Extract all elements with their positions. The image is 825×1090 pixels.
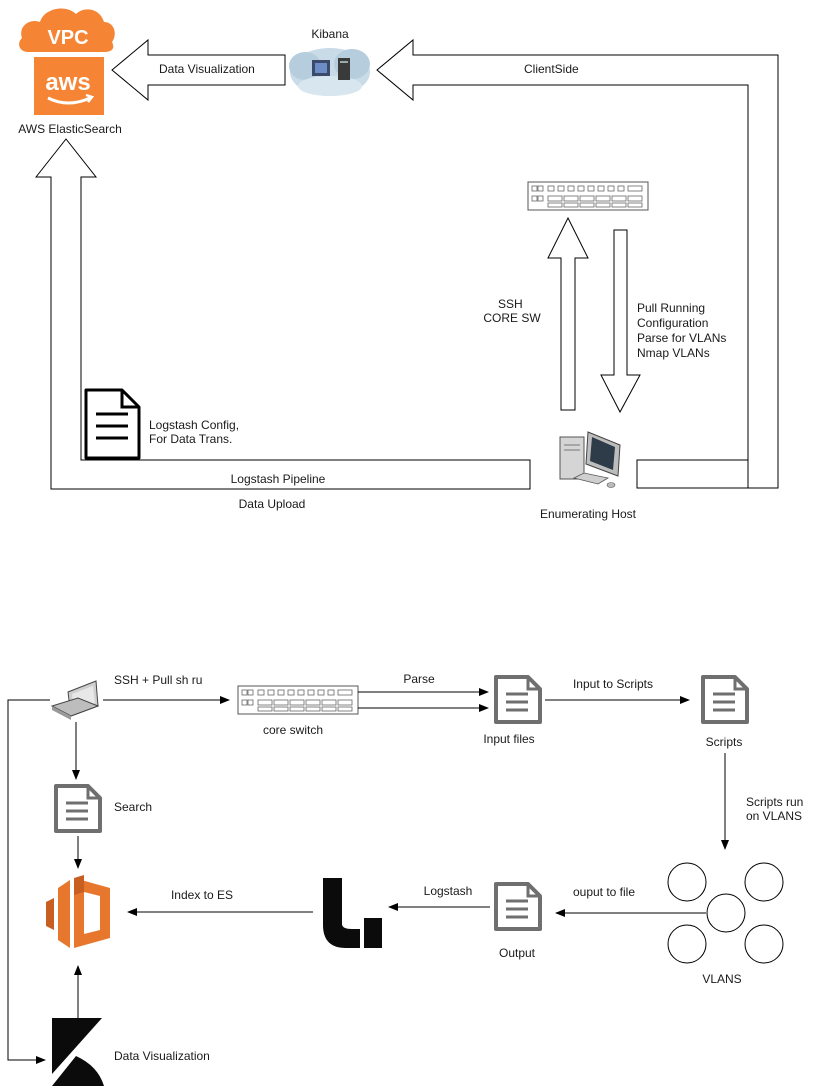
index-to-es-label: Index to ES	[171, 888, 233, 902]
input-to-scripts-label: Input to Scripts	[573, 677, 653, 691]
parse-label: Parse	[403, 672, 435, 686]
ssh-label-line-2: CORE SW	[483, 311, 541, 325]
ssh-label-line-1: SSH	[498, 297, 523, 311]
elasticsearch-service-icon	[46, 875, 110, 948]
ssh-label: SSH CORE SW	[483, 297, 541, 325]
vlan-circle-icon	[667, 862, 707, 902]
ssh-pull-label: SSH + Pull sh ru	[114, 673, 202, 687]
kibana-cloud-icon	[289, 48, 370, 96]
scripts-run-line-2: on VLANS	[746, 809, 802, 823]
core-switch-caption: core switch	[263, 723, 323, 737]
document-icon	[494, 882, 542, 931]
vlan-cluster	[667, 862, 784, 964]
network-switch-icon	[237, 685, 359, 715]
data-visualization-label: Data Visualization	[159, 62, 255, 76]
pull-label: Pull Running Configuration Parse for VLA…	[637, 301, 730, 360]
data-visualization-caption: Data Visualization	[114, 1049, 210, 1063]
pull-label-line-2: Configuration	[637, 316, 708, 330]
laptop-to-kibana-connector	[7, 699, 50, 1064]
input-files-caption: Input files	[483, 732, 534, 746]
output-to-file-label: ouput to file	[573, 885, 635, 899]
network-switch-icon	[527, 181, 649, 211]
scripts-run-label: Scripts run on VLANS	[746, 795, 807, 823]
scripts-run-line-1: Scripts run	[746, 795, 803, 809]
vlan-circle-icon	[706, 893, 746, 933]
vlan-circle-icon	[667, 924, 707, 964]
kibana-logo-icon	[52, 1018, 104, 1086]
pull-config-arrow	[600, 229, 641, 414]
logstash-icon	[323, 878, 382, 948]
scripts-caption: Scripts	[706, 735, 743, 749]
logstash-pipeline-label: Logstash Pipeline	[231, 472, 326, 486]
clientside-label: ClientSide	[524, 62, 579, 76]
logstash-pipeline-arrow	[34, 138, 531, 490]
data-upload-label: Data Upload	[239, 497, 306, 511]
pull-label-line-1: Pull Running	[637, 301, 705, 315]
laptop-icon	[50, 680, 100, 720]
data-visualization-arrow	[111, 38, 286, 102]
document-icon	[701, 675, 749, 724]
kibana-caption: Kibana	[311, 27, 349, 41]
enumerating-host-caption: Enumerating Host	[540, 507, 637, 521]
document-icon	[54, 784, 102, 833]
output-caption: Output	[499, 946, 536, 960]
pull-label-line-3: Parse for VLANs	[637, 331, 726, 345]
vlan-circle-icon	[744, 924, 784, 964]
aws-logo-icon: aws	[34, 57, 104, 115]
vlan-circle-icon	[744, 862, 784, 902]
document-icon	[84, 388, 141, 460]
desktop-computer-icon	[559, 431, 621, 488]
clientside-arrow	[376, 38, 779, 489]
vpc-badge-text: VPC	[47, 27, 88, 49]
host-to-clientside-bar	[636, 459, 749, 489]
search-caption: Search	[114, 800, 152, 814]
logstash-config-line-2: For Data Trans.	[149, 432, 232, 446]
aws-elasticsearch-caption: AWS ElasticSearch	[18, 122, 122, 136]
aws-logo-text: aws	[45, 69, 90, 96]
logstash-config-line-1: Logstash Config,	[149, 418, 239, 432]
document-icon	[494, 675, 542, 724]
logstash-config-label: Logstash Config, For Data Trans.	[149, 418, 242, 446]
vpc-cloud-icon: VPC	[19, 8, 115, 52]
ssh-core-sw-arrow	[547, 216, 589, 411]
vlans-caption: VLANS	[702, 972, 741, 986]
pull-label-line-4: Nmap VLANs	[637, 346, 710, 360]
logstash-label: Logstash	[424, 884, 473, 898]
